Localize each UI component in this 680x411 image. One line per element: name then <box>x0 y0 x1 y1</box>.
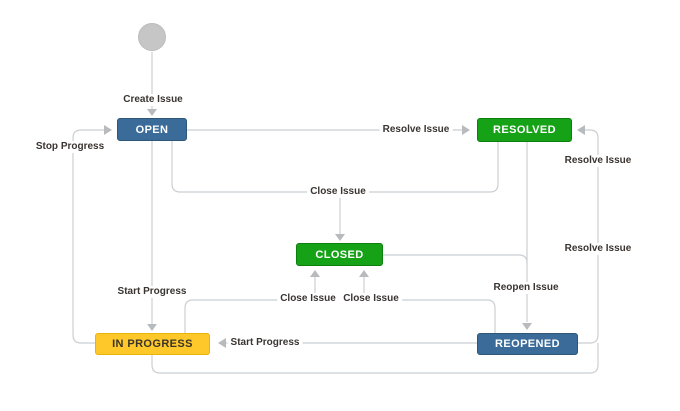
arrow-into-closed-top <box>335 234 345 241</box>
arrow-into-closed-bottom-left <box>310 270 320 277</box>
start-node-circle <box>138 23 166 51</box>
node-open: OPEN <box>117 118 187 141</box>
arrow-into-open-left <box>104 125 112 135</box>
arrow-into-resolved-left <box>462 125 470 135</box>
edge-reopened-resolved-line <box>578 129 599 344</box>
edge-label-close-issue-bottom-right: Close Issue <box>340 293 402 305</box>
edge-label-close-issue-top: Close Issue <box>307 186 369 198</box>
arrow-into-reopened-top <box>522 323 532 330</box>
node-closed: CLOSED <box>296 243 383 266</box>
edge-label-resolve-issue-right-upper: Resolve Issue <box>561 155 635 167</box>
arrow-into-resolved-right <box>577 125 585 135</box>
edge-label-close-issue-bottom-left: Close Issue <box>277 293 339 305</box>
edge-label-stop-progress: Stop Progress <box>32 141 108 153</box>
node-reopened: REOPENED <box>477 333 578 355</box>
edge-label-start-progress-vert: Start Progress <box>114 286 190 298</box>
edge-inprogress-closed-line <box>184 277 316 333</box>
edge-label-create-issue: Create Issue <box>120 94 186 106</box>
edge-open-close-line <box>171 141 340 193</box>
edge-label-resolve-issue-top: Resolve Issue <box>379 124 453 136</box>
edge-label-reopen-issue: Reopen Issue <box>490 282 562 294</box>
node-in-progress: IN PROGRESS <box>95 333 210 355</box>
arrow-into-inprogress-right <box>218 338 226 348</box>
arrow-into-open-top <box>147 109 157 116</box>
edge-closed-reopen-line <box>383 254 528 264</box>
edge-resolved-close-line <box>340 142 499 193</box>
edge-inprogress-resolved-loop-line <box>151 343 599 374</box>
edge-label-resolve-issue-right-lower: Resolve Issue <box>561 243 635 255</box>
edge-stop-progress-line <box>72 129 104 344</box>
arrow-into-closed-bottom-right <box>359 270 369 277</box>
edge-reopened-closed-line <box>363 277 496 333</box>
node-resolved: RESOLVED <box>477 118 572 142</box>
edge-label-start-progress-horiz: Start Progress <box>227 337 303 349</box>
arrow-into-inprogress-top <box>147 324 157 331</box>
